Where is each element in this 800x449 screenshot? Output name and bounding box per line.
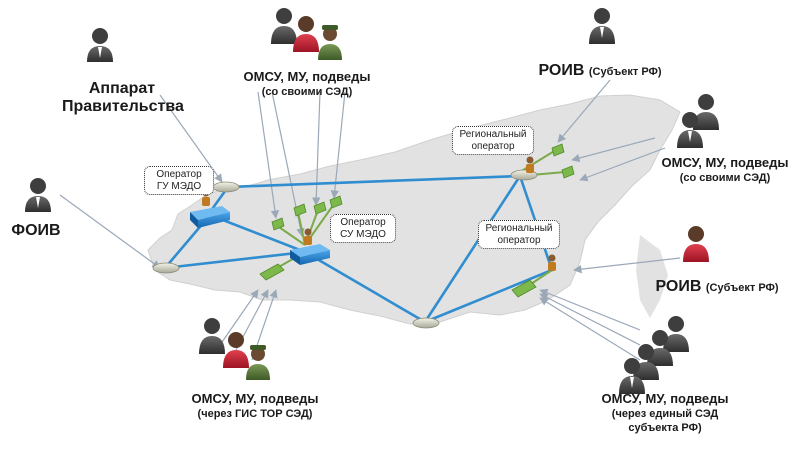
label-roiv-right: РОИВ (Субъект РФ)	[642, 278, 792, 296]
router-pods	[152, 169, 538, 329]
operator-su-medo-line2: СУ МЭДО	[340, 228, 386, 240]
roiv-right-title: РОИВ	[655, 278, 702, 295]
label-omsu-bottom-left-sub: (через ГИС ТОР СЭД)	[197, 408, 313, 420]
roiv-right-sub: (Субъект РФ)	[705, 282, 779, 294]
operator-su-medo: Оператор СУ МЭДО	[330, 214, 396, 243]
label-omsu-top: ОМСУ, МУ, подведы	[243, 69, 371, 84]
person-icon	[683, 226, 709, 262]
person-icon	[318, 25, 342, 60]
person-icon	[589, 8, 615, 44]
person-icon	[25, 178, 51, 212]
map-silhouette	[147, 94, 681, 325]
person-icon	[199, 318, 225, 354]
operator-regional-mid-line2: оператор	[497, 234, 541, 246]
person-icon	[87, 28, 113, 62]
operator-gu-medo-line2: ГУ МЭДО	[156, 180, 202, 192]
hub-gu-medo	[190, 206, 230, 228]
label-omsu-right: ОМСУ, МУ, подведы	[661, 155, 789, 170]
operator-regional-mid: Региональный оператор	[478, 220, 560, 249]
person-icon	[663, 316, 689, 352]
operator-regional-mid-line1: Региональный	[485, 223, 553, 234]
label-roiv-top: РОИВ (Субъект РФ)	[535, 62, 665, 80]
person-icons	[25, 8, 719, 394]
roiv-top-sub: (Субъект РФ)	[588, 66, 662, 78]
hub-su-medo	[290, 244, 330, 265]
label-omsu-bottom-left: ОМСУ, МУ, подведы	[191, 391, 319, 406]
map-peninsula	[636, 235, 668, 318]
operator-regional-top-line2: оператор	[471, 140, 515, 152]
operator-regional-top-line1: Региональный	[459, 129, 527, 140]
local-nodes	[259, 143, 575, 298]
operator-gu-medo-line1: Оператор	[156, 169, 202, 180]
person-icon	[619, 358, 645, 394]
person-icon	[293, 16, 319, 52]
label-omsu-bottom-right: ОМСУ, МУ, подведы	[601, 391, 729, 406]
operator-gu-medo: Оператор ГУ МЭДО	[144, 166, 214, 195]
label-omsu-right-sub: (со своими СЭД)	[679, 172, 771, 184]
person-icon	[223, 332, 249, 368]
person-icon	[246, 345, 270, 380]
person-icon	[677, 112, 703, 148]
operator-regional-top: Региональный оператор	[452, 126, 534, 155]
operator-su-medo-line1: Оператор	[340, 217, 386, 228]
label-omsu-bottom-right-sub2: субъекта РФ)	[628, 422, 702, 434]
label-omsu-top-sub: (со своими СЭД)	[261, 86, 353, 98]
person-icon	[271, 8, 297, 44]
label-apparat: Аппарат Правительства	[62, 80, 184, 116]
roiv-top-title: РОИВ	[538, 62, 585, 79]
label-omsu-bottom-right-sub1: (через единый СЭД	[611, 408, 719, 420]
label-foiv: ФОИВ	[11, 222, 61, 239]
person-icon	[693, 94, 719, 130]
